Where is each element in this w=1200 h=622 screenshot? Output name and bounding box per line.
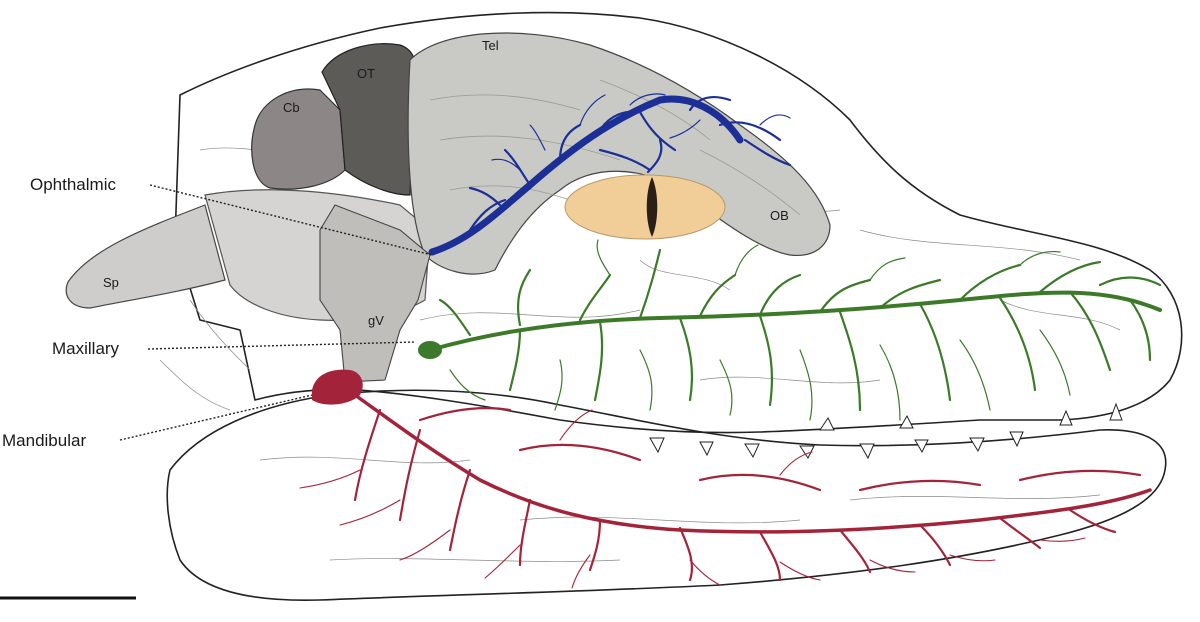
ophthalmic-label: Ophthalmic <box>30 175 116 194</box>
gv-label: gV <box>368 313 384 328</box>
mandibular-leader <box>119 394 313 441</box>
eye <box>564 174 726 240</box>
teeth <box>649 402 1123 460</box>
cb-label: Cb <box>283 100 300 115</box>
leader-lines <box>119 184 433 441</box>
ophthalmic-leader <box>149 184 433 256</box>
spinal-cord <box>65 204 226 309</box>
head-outline <box>174 11 1183 434</box>
lower-jaw-outline <box>166 389 1167 602</box>
mandibular-branch <box>299 369 1152 589</box>
telencephalon-folds <box>429 79 801 216</box>
telencephalon <box>407 32 831 275</box>
maxillary-label: Maxillary <box>52 339 120 358</box>
mandibular-label: Mandibular <box>2 431 86 450</box>
mandibular-root <box>312 369 363 405</box>
ob-label: OB <box>770 208 789 223</box>
maxillary-branch <box>418 239 1162 421</box>
maxillary-leader <box>147 341 416 350</box>
ot-label: OT <box>357 66 375 81</box>
pupil <box>646 177 658 237</box>
cerebellum <box>251 88 346 190</box>
trigeminal-ganglion <box>319 204 431 383</box>
sp-label: Sp <box>103 275 119 290</box>
ophthalmic-branch <box>428 93 792 256</box>
tel-label: Tel <box>482 38 499 53</box>
